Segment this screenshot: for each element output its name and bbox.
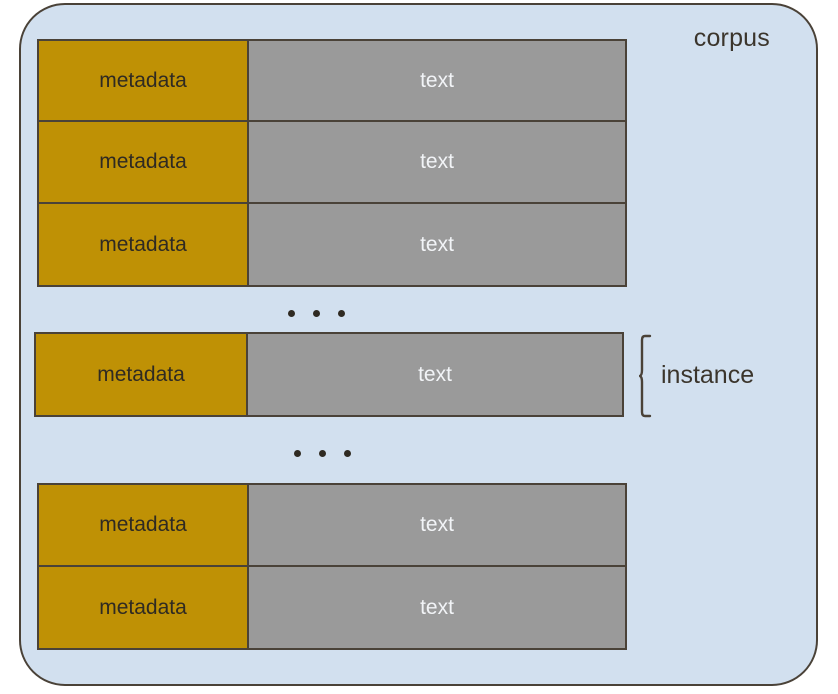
metadata-label: metadata [97,362,185,386]
ellipsis-separator-top [288,310,345,317]
corpus-label: corpus [693,24,770,52]
metadata-label: metadata [99,232,187,256]
metadata-label: metadata [99,68,187,92]
text-label: text [420,150,454,173]
metadata-cell[interactable]: metadata [39,204,249,285]
ellipsis-separator-bottom [294,450,351,457]
instance-row[interactable]: metadata text [36,334,622,415]
instance-row[interactable]: metadata text [39,485,625,567]
text-cell[interactable]: text [249,204,625,285]
instance-annotation: instance [639,333,755,418]
instance-group-top: metadata text metadata text metadata [37,39,627,287]
instance-group-middle: metadata text [34,332,624,417]
text-cell[interactable]: text [249,122,625,202]
metadata-label: metadata [99,150,187,173]
curly-brace-icon [639,334,653,418]
ellipsis-dot [338,310,345,317]
metadata-cell[interactable]: metadata [39,485,249,565]
instance-row[interactable]: metadata text [39,567,625,648]
metadata-cell[interactable]: metadata [36,334,248,415]
text-label: text [420,513,454,536]
text-label: text [420,595,454,619]
ellipsis-dot [344,450,351,457]
instance-row[interactable]: metadata text [39,41,625,122]
ellipsis-dot [313,310,320,317]
corpus-container: corpus metadata text metadata text [19,3,818,686]
text-label: text [418,362,452,386]
text-cell[interactable]: text [249,485,625,565]
metadata-label: metadata [99,595,187,619]
ellipsis-dot [294,450,301,457]
ellipsis-dot [319,450,326,457]
text-label: text [420,68,454,92]
metadata-cell[interactable]: metadata [39,41,249,120]
instance-row[interactable]: metadata text [39,204,625,285]
metadata-cell[interactable]: metadata [39,122,249,202]
metadata-label: metadata [99,513,187,536]
text-cell[interactable]: text [249,567,625,648]
text-cell[interactable]: text [248,334,622,415]
instance-group-bottom: metadata text metadata text [37,483,627,650]
text-label: text [420,232,454,256]
instance-row[interactable]: metadata text [39,122,625,204]
text-cell[interactable]: text [249,41,625,120]
instance-label: instance [661,360,755,389]
metadata-cell[interactable]: metadata [39,567,249,648]
ellipsis-dot [288,310,295,317]
